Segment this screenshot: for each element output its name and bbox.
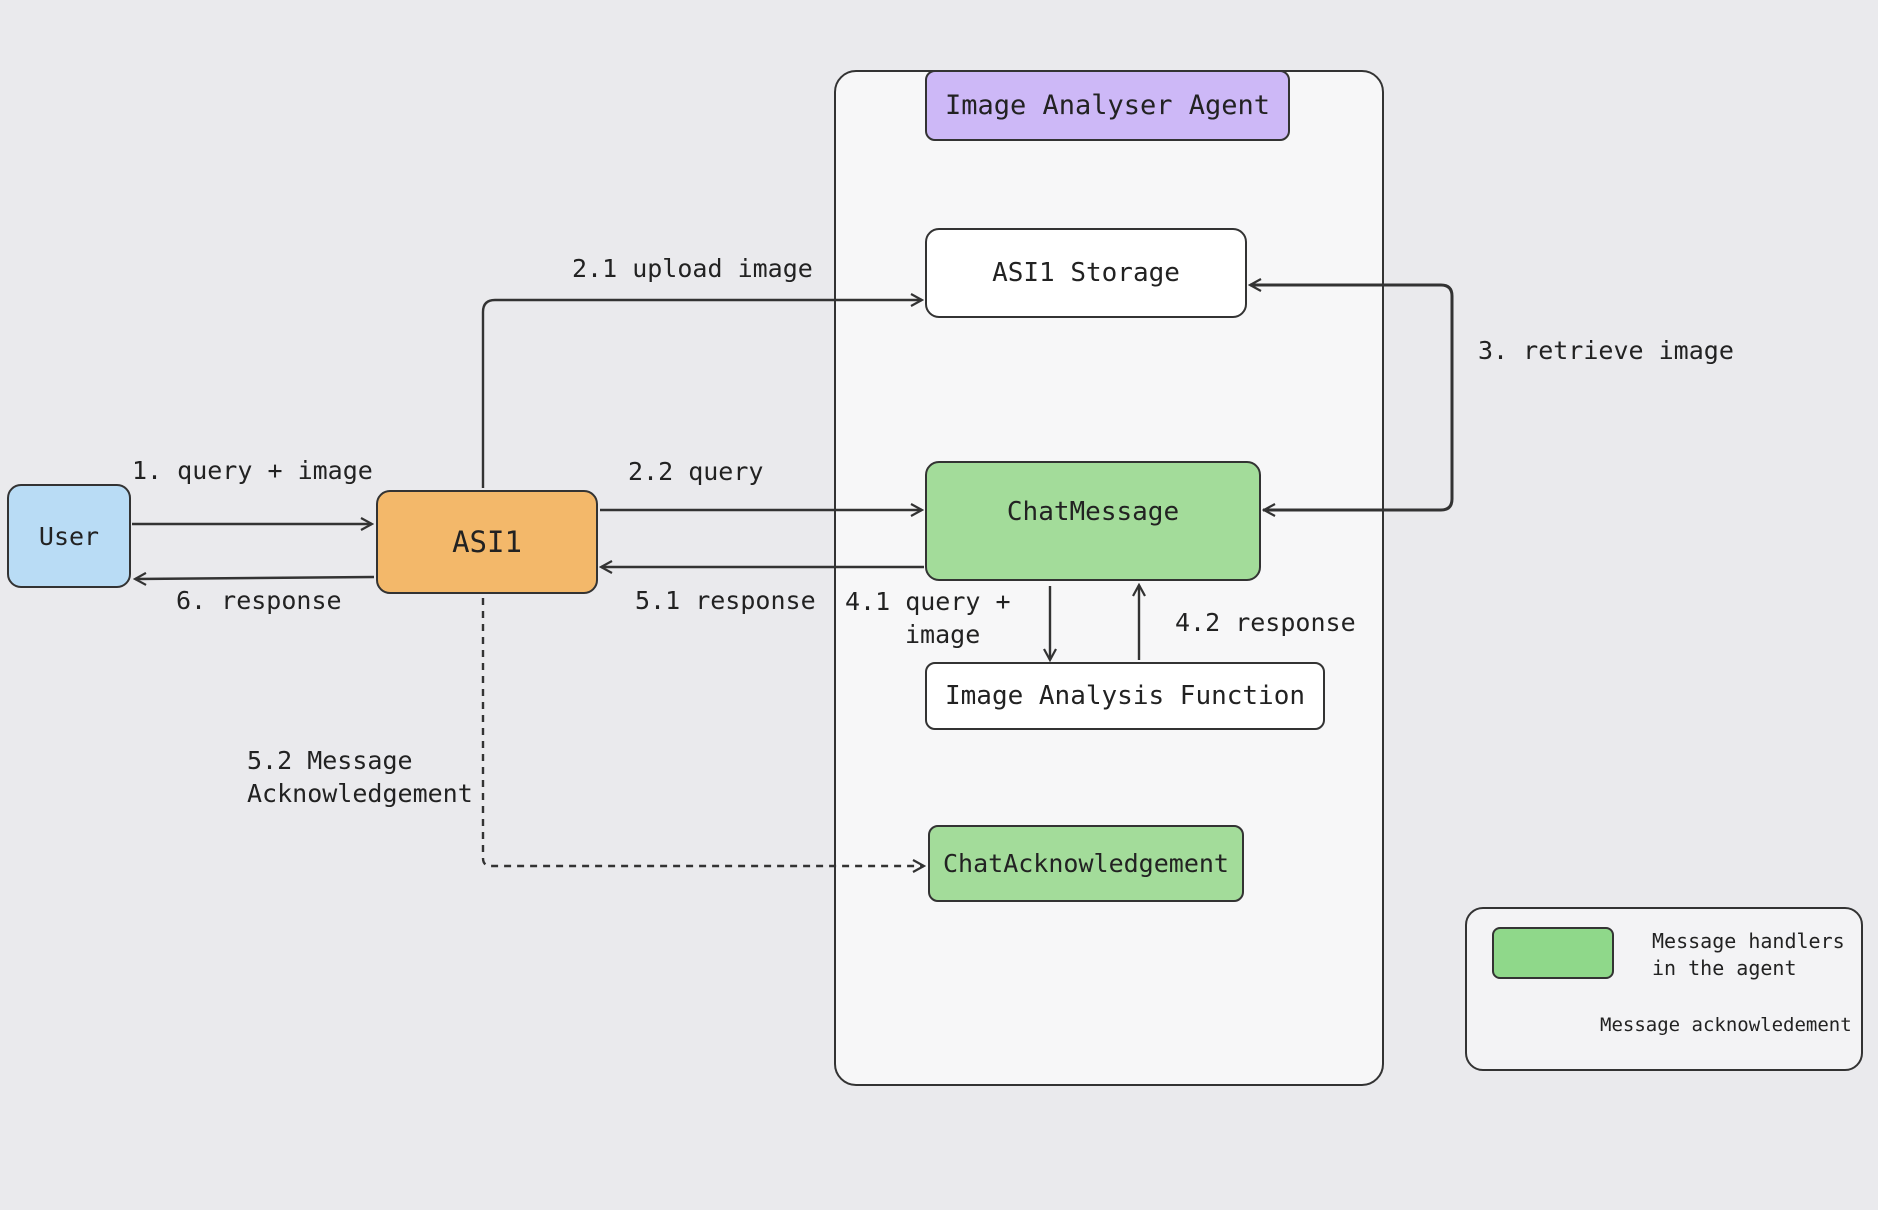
label-function-call-1: 4.1 query + [845,587,1011,616]
asi1-node: ASI1 [376,490,598,594]
label-function-response: 4.2 response [1175,608,1356,637]
edge-message-ack [481,598,924,866]
label-retrieve-image: 3. retrieve image [1478,336,1734,365]
label-function-call-2: image [905,620,981,649]
storage-node: ASI1 Storage [925,228,1247,318]
label-response-asi1: 5.1 response [635,586,816,615]
chat-message-node: ChatMessage [925,461,1261,581]
label-message-ack-2: Acknowledgement [247,779,473,808]
label-message-ack-1: 5.2 Message [247,746,413,775]
label-upload-image: 2.1 upload image [572,254,813,283]
label-response-user: 6. response [176,586,342,615]
agent-title: Image Analyser Agent [925,70,1290,141]
legend-handlers-2: in the agent [1652,956,1797,980]
label-query: 2.2 query [628,457,764,486]
chat-ack-node: ChatAcknowledgement [928,825,1244,902]
user-node: User [7,484,131,588]
legend-ack: Message acknowledement [1600,1014,1852,1036]
analysis-function-node: Image Analysis Function [925,662,1325,730]
edge-response-user [135,577,375,579]
legend-handler-swatch [1492,927,1614,979]
edge-retrieve-image [1250,285,1454,512]
label-query-image: 1. query + image [132,456,373,485]
legend-handlers-1: Message handlers [1652,929,1845,953]
edge-upload-image [481,300,922,488]
